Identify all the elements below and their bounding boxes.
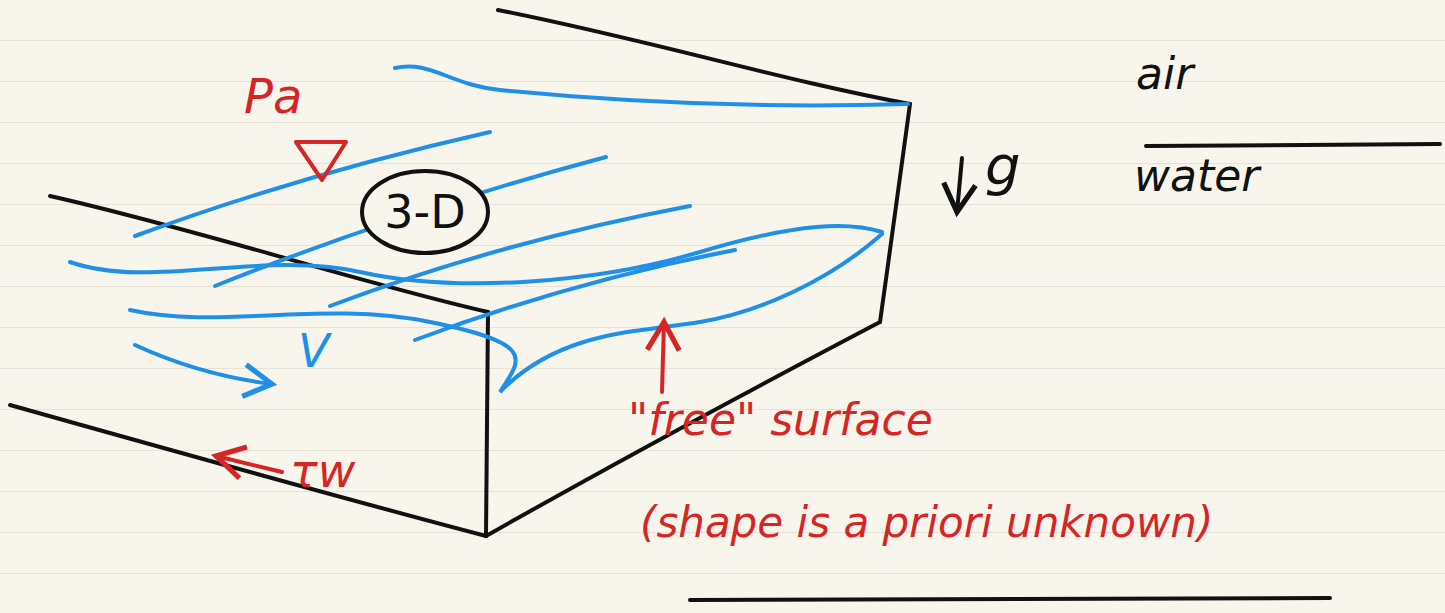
sketch-label: V bbox=[298, 326, 329, 377]
sketch-label: air bbox=[1136, 50, 1193, 98]
circled-label: 3-D bbox=[359, 168, 491, 256]
sketch-label: g bbox=[985, 135, 1021, 197]
sketch-label: τw bbox=[290, 446, 355, 497]
sketch-label: "free" surface bbox=[628, 396, 933, 444]
shear-arrow bbox=[216, 456, 282, 472]
sketch-label: Pa bbox=[244, 70, 302, 123]
sketch-label: (shape is a priori unknown) bbox=[640, 500, 1213, 546]
free-surface-symbol bbox=[296, 142, 346, 180]
underline bbox=[690, 598, 1330, 600]
leader-arrow bbox=[662, 322, 664, 392]
interface-line bbox=[1146, 144, 1440, 146]
flow-lines bbox=[70, 66, 908, 392]
channel-outline bbox=[10, 10, 910, 536]
sketch-label: water bbox=[1134, 152, 1259, 200]
node-text: 3-D bbox=[384, 187, 465, 238]
gravity-arrow bbox=[957, 158, 962, 212]
